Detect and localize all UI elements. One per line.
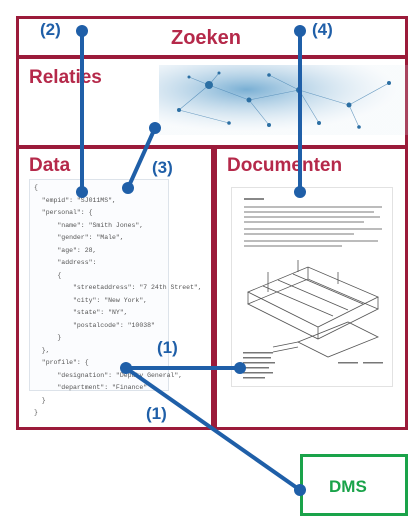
json-line: } [34,396,46,404]
callout-1-bottom: (1) [146,404,167,423]
node-1-data [120,362,132,374]
dms-label: DMS [329,477,367,496]
node-1-documents [234,362,246,374]
json-line: "profile": { [34,359,89,366]
json-line: "name": "Smith Jones", [34,221,144,229]
json-document: { "empid": "SJ011MS", "personal": { "nam… [29,179,202,416]
data-panel[interactable]: Data { "empid": "SJ011MS", "personal": {… [16,146,214,430]
node-3-bottom [122,182,134,194]
json-line: "age": 28, [34,246,97,254]
documenten-panel[interactable]: Documenten [214,146,408,430]
callout-1-top: (1) [157,338,178,357]
json-line: }, [34,346,50,354]
documenten-title: Documenten [227,155,343,176]
node-2-bottom [76,186,88,198]
callout-3: (3) [152,158,173,177]
json-line: { [34,271,62,279]
zoeken-title: Zoeken [171,27,242,49]
node-3-top [149,122,161,134]
callout-4: (4) [312,20,333,39]
json-line: "streetaddress": "7 24th Street", [34,284,202,291]
json-line: "personal": { [34,209,93,216]
json-line: "city": "New York", [34,296,148,304]
node-4-top [294,25,306,37]
dms-box[interactable]: DMS [300,454,408,516]
json-line: "state": "NY", [34,309,128,316]
node-2-top [76,25,88,37]
json-line: "department": "Finance" [34,384,148,391]
json-line: } [34,334,62,341]
json-line: "empid": "SJ011MS", [34,196,116,204]
technical-document [231,187,393,387]
data-title: Data [29,155,71,176]
json-line: "designation": "Deputy General", [34,371,183,379]
node-4-bottom [294,186,306,198]
node-1-dms [294,484,306,496]
connector-1-dms [124,366,302,492]
json-line: "postalcode": "10038" [34,321,155,329]
json-line: "address": [34,259,97,266]
connector-3 [126,126,157,190]
network-graph-image [159,65,409,135]
json-line: "gender": "Male", [34,234,124,241]
callout-2: (2) [40,20,61,39]
json-line: { [34,184,38,191]
json-line: } [34,409,38,416]
json-lines: { "empid": "SJ011MS", "personal": { "nam… [34,182,202,420]
technical-drawing [243,260,383,379]
